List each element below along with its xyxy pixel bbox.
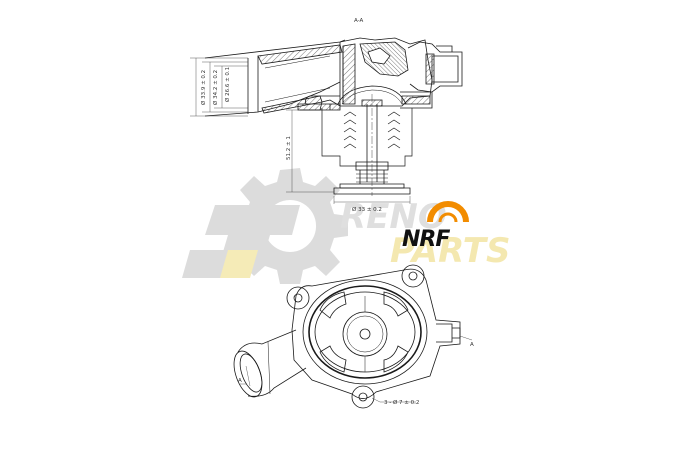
watermark-p-shape <box>182 205 300 278</box>
logo-text: NRF <box>402 227 450 252</box>
view-marker-right: A <box>470 342 474 348</box>
dim-outer-2: Ø 34.2 ± 0.2 <box>212 70 219 105</box>
nrf-logo: NRF <box>402 201 469 252</box>
section-label: A-A <box>354 18 364 24</box>
spring-coils <box>343 111 401 149</box>
dim-valve-diameter: Ø 33 ± 0.2 <box>352 206 382 213</box>
dim-inner: Ø 26.6 ± 0.1 <box>224 67 231 102</box>
plan-annotations <box>240 335 473 403</box>
logo-orange-arc <box>427 201 469 223</box>
view-marker-left: A <box>238 378 242 384</box>
dimension-labels: Ø 33.9 ± 0.2 Ø 34.2 ± 0.2 Ø 26.6 ± 0.1 5… <box>200 67 382 213</box>
watermark-text-bottom: PARTS <box>390 231 510 271</box>
dim-holes: 3 - Ø 7 ± 0.2 <box>384 399 419 406</box>
watermark: RENO PARTS <box>182 168 510 284</box>
dim-outer-1: Ø 33.9 ± 0.2 <box>200 70 207 105</box>
plan-labels: A A 3 - Ø 7 ± 0.2 <box>238 342 474 406</box>
plan-view <box>233 264 461 409</box>
section-view: A-A <box>204 18 463 196</box>
dim-height: 51.2 ± 1 <box>286 136 292 160</box>
dimension-lines <box>190 57 411 204</box>
